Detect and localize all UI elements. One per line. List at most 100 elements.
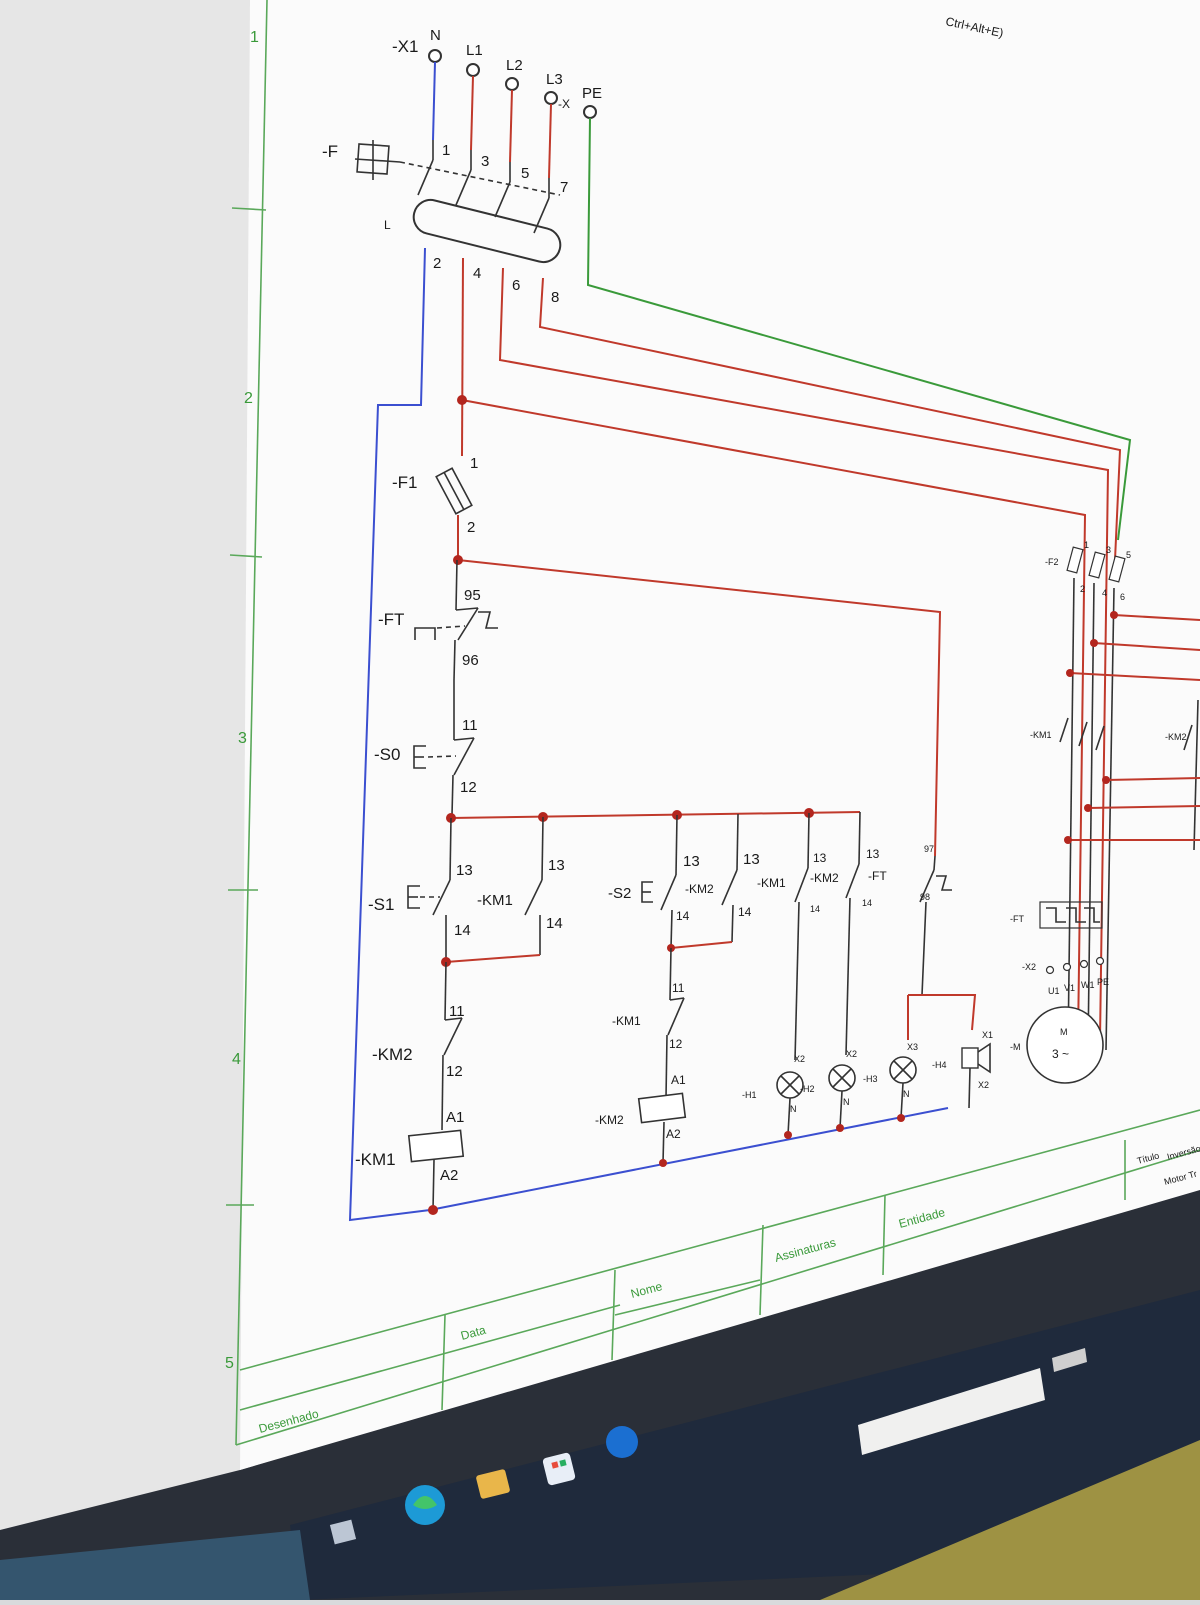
km2-hold-tag: -KM2	[685, 882, 714, 896]
wire-hold-loop	[445, 954, 541, 963]
power-km1-tag: -KM1	[1030, 730, 1052, 740]
task-view-icon[interactable]	[329, 1519, 357, 1545]
buzzer-symbol	[961, 1047, 979, 1069]
f2-pin-3: 3	[1106, 545, 1111, 555]
km1-hold-contact: 13 14 -KM1	[477, 816, 565, 955]
monitor-bezel-left	[0, 0, 255, 1530]
lamp-h3-tag: -H3	[863, 1074, 878, 1084]
ft-98: 98	[920, 892, 930, 902]
junction-node	[1066, 669, 1074, 677]
lamp-h2: X2 N -H2	[800, 1049, 857, 1129]
store-tile-icon	[559, 1459, 567, 1467]
ft-sig-tag: -FT	[868, 869, 887, 883]
wire-reversing-out-2	[1087, 805, 1200, 809]
power-x2-term	[1045, 965, 1055, 975]
junction-node	[1084, 804, 1092, 812]
junction-node	[1110, 611, 1118, 619]
coil-km1-tag: -KM1	[355, 1150, 396, 1169]
drawing-frame: 1 2 3 4 5	[225, 0, 1200, 1446]
power-x2-term	[1095, 956, 1105, 966]
motor-sub: 3 ~	[1052, 1047, 1069, 1061]
breaker-t6: 6	[512, 277, 520, 294]
terminal-l2	[505, 77, 519, 91]
s0-11: 11	[462, 717, 478, 734]
lamp-h1-x: X2	[794, 1054, 805, 1064]
wire-reversing-l2	[1093, 642, 1200, 651]
coil-km2-a2: A2	[666, 1127, 681, 1141]
wire-reversing-l3	[1113, 614, 1200, 621]
ft-tag: -FT	[378, 610, 404, 629]
km2-12: 12	[446, 1063, 463, 1080]
coil-km2-tag: -KM2	[595, 1113, 624, 1127]
fuse-f1-bottom: 2	[467, 519, 475, 536]
breaker-t1: 1	[442, 142, 450, 159]
coil-km2: A1 A2 -KM2	[595, 1073, 687, 1164]
line-n-label: N	[430, 27, 441, 44]
km2-11: 11	[449, 1003, 465, 1020]
breaker-thermal-symbol	[356, 143, 390, 175]
frame-row-4: 4	[232, 1051, 241, 1068]
power-x2-tag: -X2	[1022, 962, 1036, 972]
power-circuit: -F2 1 3 5 2 4 6 -KM1 -KM2 -FT	[1010, 540, 1200, 1084]
sticker-small	[1052, 1348, 1087, 1372]
power-ft-symbol	[1039, 901, 1103, 929]
start-button-s2: 13 14 -S2	[608, 814, 700, 949]
wire-to-ft-no	[457, 559, 942, 857]
motor-label: M	[1060, 1027, 1068, 1037]
km1-sig-14: 14	[810, 904, 820, 914]
start-button-s1: 13 14 -S1	[368, 817, 473, 962]
km1-sig-tag: -KM1	[757, 876, 786, 890]
wire-l1-top	[470, 75, 474, 151]
breaker-t7: 7	[560, 179, 568, 196]
breaker-t3: 3	[481, 153, 489, 170]
edge-swirl-icon	[413, 1496, 437, 1509]
motor-tag: -M	[1010, 1042, 1021, 1052]
outlook-icon[interactable]	[606, 1426, 638, 1458]
terminal-l3	[544, 91, 558, 105]
wire-l3-power	[538, 277, 1122, 561]
wire-reversing-l1	[1069, 672, 1200, 681]
store-icon[interactable]	[542, 1452, 576, 1486]
wire-n-top	[432, 61, 436, 141]
power-u1: U1	[1048, 986, 1060, 996]
s2-13: 13	[683, 853, 700, 870]
wire-l1-power	[461, 399, 1087, 1041]
coil-km2-a1: A1	[671, 1073, 686, 1087]
km1-signal-contact: 13 14 -KM1	[757, 812, 827, 1061]
junction-node	[1102, 776, 1110, 784]
fuse-f2-l3	[1108, 555, 1126, 583]
wire-to-buzzer	[922, 994, 977, 1031]
f2-pin-4: 4	[1102, 588, 1107, 598]
file-explorer-icon[interactable]	[476, 1469, 511, 1500]
lamp-h1-n: N	[790, 1104, 797, 1114]
frame-row-1: 1	[250, 29, 259, 46]
km1-sig-13: 13	[813, 851, 827, 865]
km1-interlock-contact: 11 12 -KM1	[612, 947, 685, 1099]
junction-node	[1064, 836, 1072, 844]
fuse-f2-l2	[1088, 551, 1106, 579]
power-x2-term	[1079, 959, 1089, 969]
power-ft-tag: -FT	[1010, 914, 1024, 924]
lamp-h1: X2 N -H1	[742, 1054, 805, 1136]
terminal-n	[428, 49, 442, 63]
km2-14: 14	[738, 905, 752, 919]
junction-node	[836, 1124, 844, 1132]
terminal-x-label: -X	[558, 97, 570, 111]
km1-12: 12	[669, 1037, 683, 1051]
buzzer-x1: X1	[982, 1030, 993, 1040]
wire-l2-power	[498, 267, 1110, 1041]
breaker-t4: 4	[473, 265, 481, 282]
fuse-f2-tag: -F2	[1045, 557, 1059, 567]
km1-14: 14	[546, 915, 563, 932]
lamp-h2-n: N	[843, 1097, 850, 1107]
wire-pe	[586, 117, 1132, 541]
km2-interlock-tag: -KM2	[372, 1045, 413, 1064]
f2-pin-6: 6	[1120, 592, 1125, 602]
lamp-h2-tag: -H2	[800, 1084, 815, 1094]
ft-96: 96	[462, 652, 479, 669]
s0-12: 12	[460, 779, 477, 796]
coil-km2-symbol	[637, 1092, 687, 1124]
km2-signal-contact: 13 14 -KM2	[810, 811, 880, 1056]
